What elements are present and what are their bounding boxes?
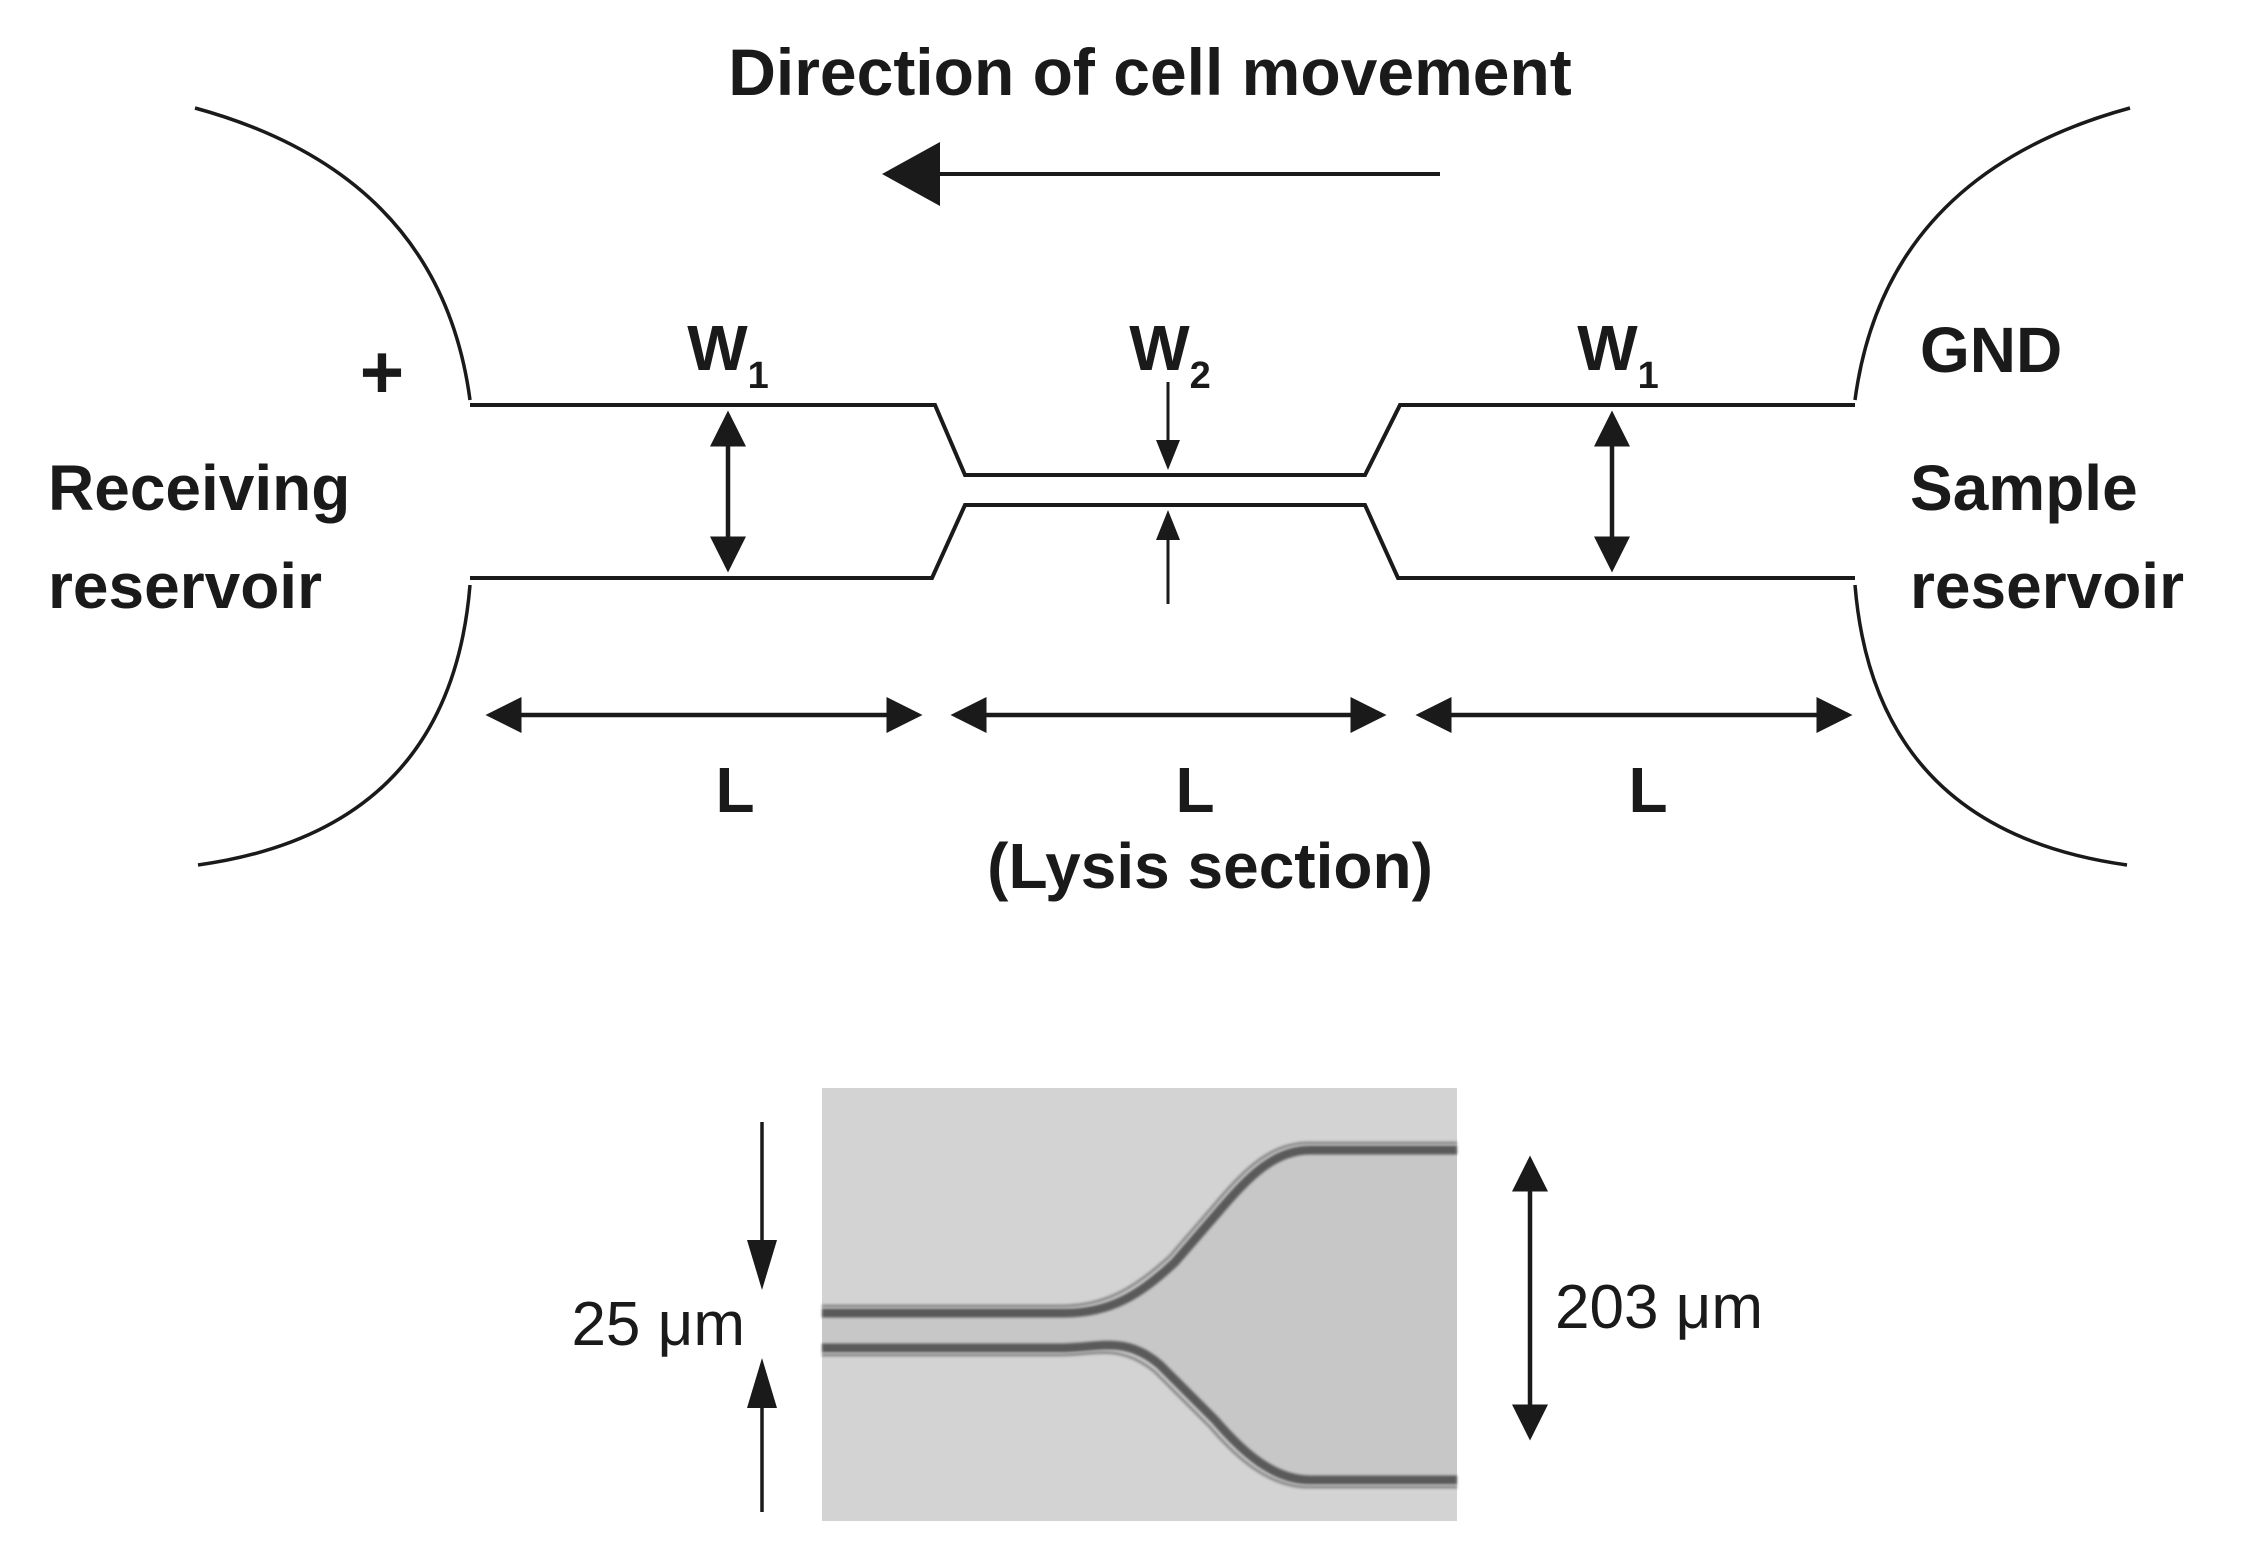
lysis-section-label: (Lysis section): [987, 830, 1433, 902]
sample-reservoir-label-line1: Sample: [1910, 452, 2138, 524]
plus-sign: +: [360, 330, 404, 415]
length-label-center: L: [1175, 754, 1214, 826]
length-label-left: L: [715, 754, 754, 826]
direction-arrow: [882, 142, 1440, 206]
channel-top-wall: [470, 403, 1855, 477]
sample-reservoir-arc-top: [1853, 106, 2131, 401]
direction-title: Direction of cell movement: [728, 35, 1572, 109]
receiving-reservoir-label-line2: reservoir: [48, 550, 322, 622]
channel-micrograph: [822, 1088, 1457, 1521]
width-label-w1-right: W1: [1577, 312, 1659, 397]
sample-reservoir-arc-bottom: [1853, 584, 2128, 867]
narrow-width-arrows: [747, 1122, 777, 1512]
sample-reservoir-label-line2: reservoir: [1910, 550, 2184, 622]
narrow-width-label: 25 μm: [571, 1290, 745, 1359]
gnd-label: GND: [1920, 314, 2062, 386]
receiving-reservoir-arc-top: [194, 106, 472, 401]
width-label-w2-center: W2: [1129, 312, 1211, 397]
length-label-right: L: [1628, 754, 1667, 826]
w2-dimension-arrows: [1156, 382, 1180, 604]
receiving-reservoir-arc-bottom: [197, 584, 472, 867]
channel-bottom-wall: [470, 503, 1855, 580]
wide-width-label: 203 μm: [1555, 1273, 1763, 1342]
width-label-w1-left: W1: [687, 312, 769, 397]
receiving-reservoir-label-line1: Receiving: [48, 452, 350, 524]
